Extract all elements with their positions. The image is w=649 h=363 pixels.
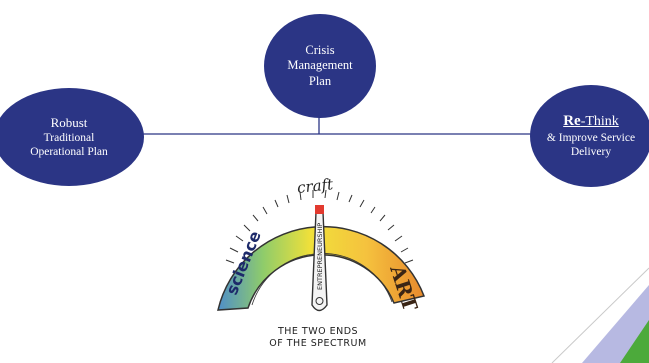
corner-diagonal-line bbox=[551, 267, 649, 363]
node-top-line-3: Plan bbox=[308, 73, 332, 88]
connector-lines bbox=[140, 116, 532, 135]
node-right-line-2: & Improve Service bbox=[546, 132, 636, 144]
gauge-arc bbox=[217, 225, 426, 311]
node-right-line-3: Delivery bbox=[570, 146, 612, 159]
spectrum-gauge: science craft ART ENTREPRENEURSHIP bbox=[217, 175, 426, 314]
node-right-bold-prefix: Re bbox=[563, 113, 581, 130]
node-robust-traditional-operational-plan: Robust Traditional Operational Plan bbox=[0, 88, 144, 186]
gauge-caption-line-2: OF THE SPECTRUM bbox=[269, 338, 367, 349]
node-rethink-improve-service-delivery: Re-Think & Improve Service Delivery bbox=[530, 85, 649, 187]
corner-accent bbox=[551, 267, 649, 363]
gauge-needle-tip bbox=[315, 205, 324, 214]
node-top-line-1: Crisis bbox=[305, 42, 335, 57]
gauge-label-craft: craft bbox=[296, 175, 335, 197]
node-right-line-1: Re-Think bbox=[563, 112, 619, 131]
corner-green-shape bbox=[620, 320, 649, 363]
gauge-needle bbox=[311, 211, 328, 312]
node-right-line-1-rest: -Think bbox=[580, 114, 619, 130]
gauge-ticks bbox=[225, 189, 414, 264]
corner-lavender-shape bbox=[582, 285, 649, 363]
node-left-line-2: Traditional bbox=[43, 131, 95, 144]
node-left-line-1: Robust bbox=[50, 114, 88, 130]
gauge-needle-label: ENTREPRENEURSHIP bbox=[316, 223, 324, 290]
node-crisis-management-plan: Crisis Management Plan bbox=[264, 14, 376, 118]
node-top-line-2: Management bbox=[287, 58, 353, 73]
gauge-needle-hub bbox=[315, 297, 324, 305]
node-left-line-3: Operational Plan bbox=[30, 146, 108, 159]
gauge-caption-line-1: THE TWO ENDS bbox=[277, 326, 359, 337]
